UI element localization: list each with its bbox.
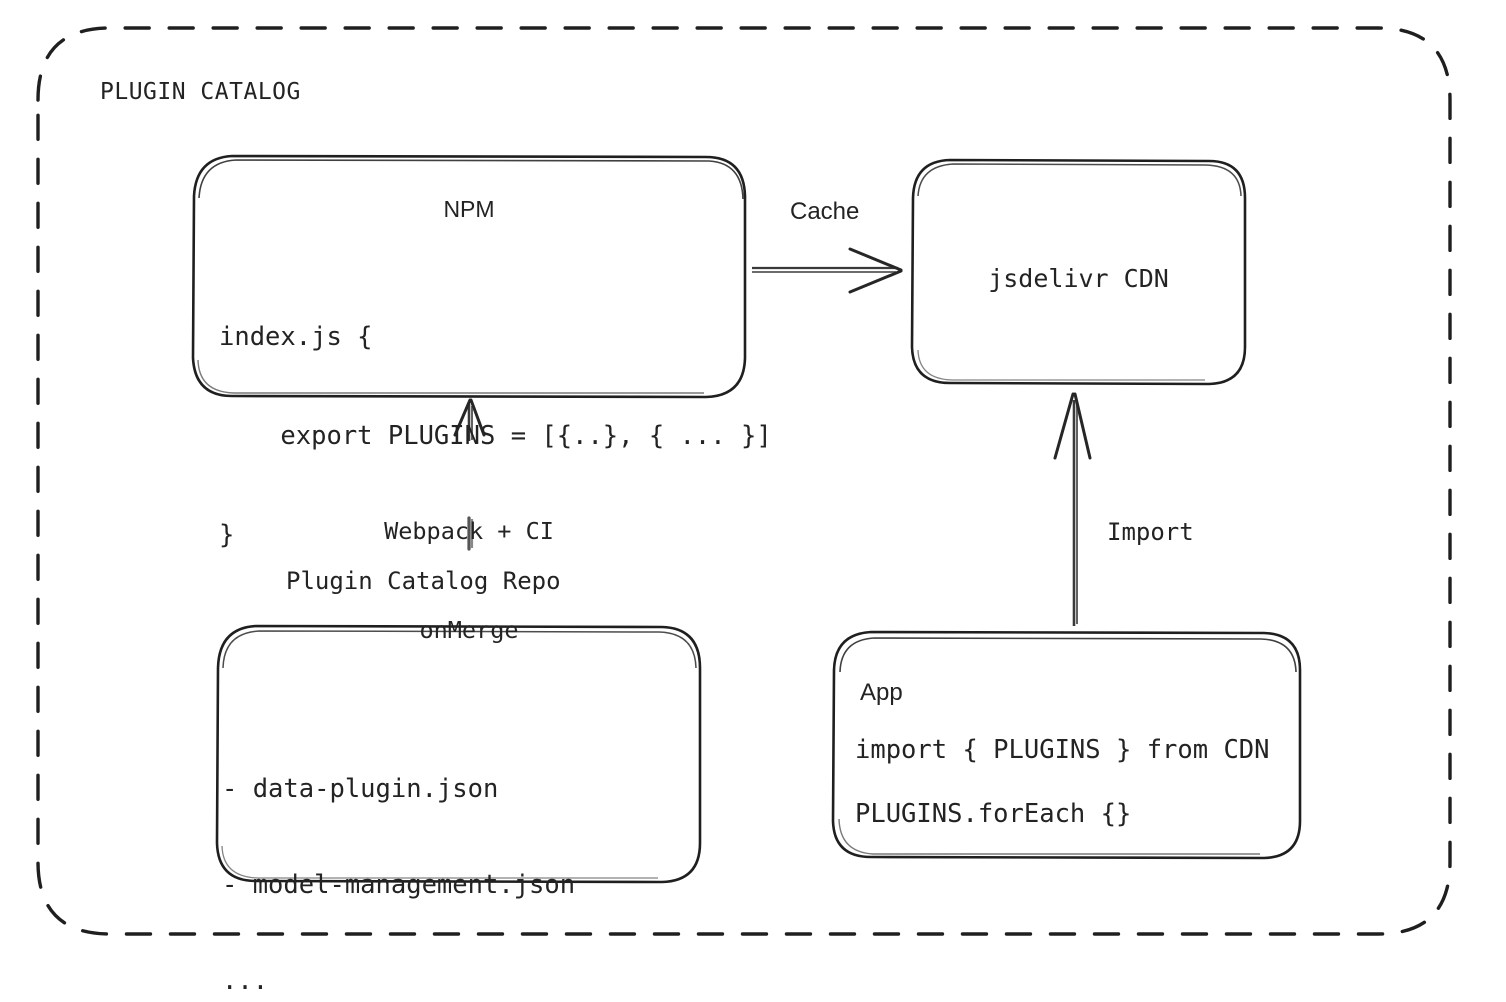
app-node-code-line-1: import { PLUGINS } from CDN — [855, 735, 1270, 765]
plugin-catalog-title: PLUGIN CATALOG — [100, 79, 301, 105]
npm-code-line-2: export PLUGINS = [{..}, { ... }] — [219, 421, 772, 451]
edge-label-import: Import — [1107, 518, 1194, 546]
edge-label-webpack-line-2: onMerge — [419, 616, 519, 644]
repo-node-list: - data-plugin.json - model-management.js… — [222, 709, 575, 1002]
cdn-node-title: jsdelivr CDN — [988, 264, 1169, 293]
repo-node-caption: Plugin Catalog Repo — [286, 567, 561, 595]
edge-import-arrow — [1053, 392, 1092, 626]
edge-label-webpack-line-1: Webpack + CI — [384, 517, 554, 545]
app-node-title: App — [860, 679, 903, 706]
app-node-code-line-2: PLUGINS.forEach {} — [855, 799, 1132, 829]
npm-node-title: NPM — [443, 196, 495, 222]
repo-list-item-3: ... — [222, 966, 269, 996]
npm-node-code: index.js { export PLUGINS = [{..}, { ...… — [219, 255, 772, 618]
npm-code-line-3: } — [219, 520, 235, 550]
edge-label-webpack: Webpack + CI onMerge — [337, 449, 601, 713]
edge-cache-arrow — [752, 247, 903, 294]
npm-code-line-1: index.js { — [219, 322, 373, 352]
edge-label-cache: Cache — [790, 198, 860, 225]
repo-list-item-1: - data-plugin.json — [222, 774, 499, 804]
repo-list-item-2: - model-management.json — [222, 870, 576, 900]
